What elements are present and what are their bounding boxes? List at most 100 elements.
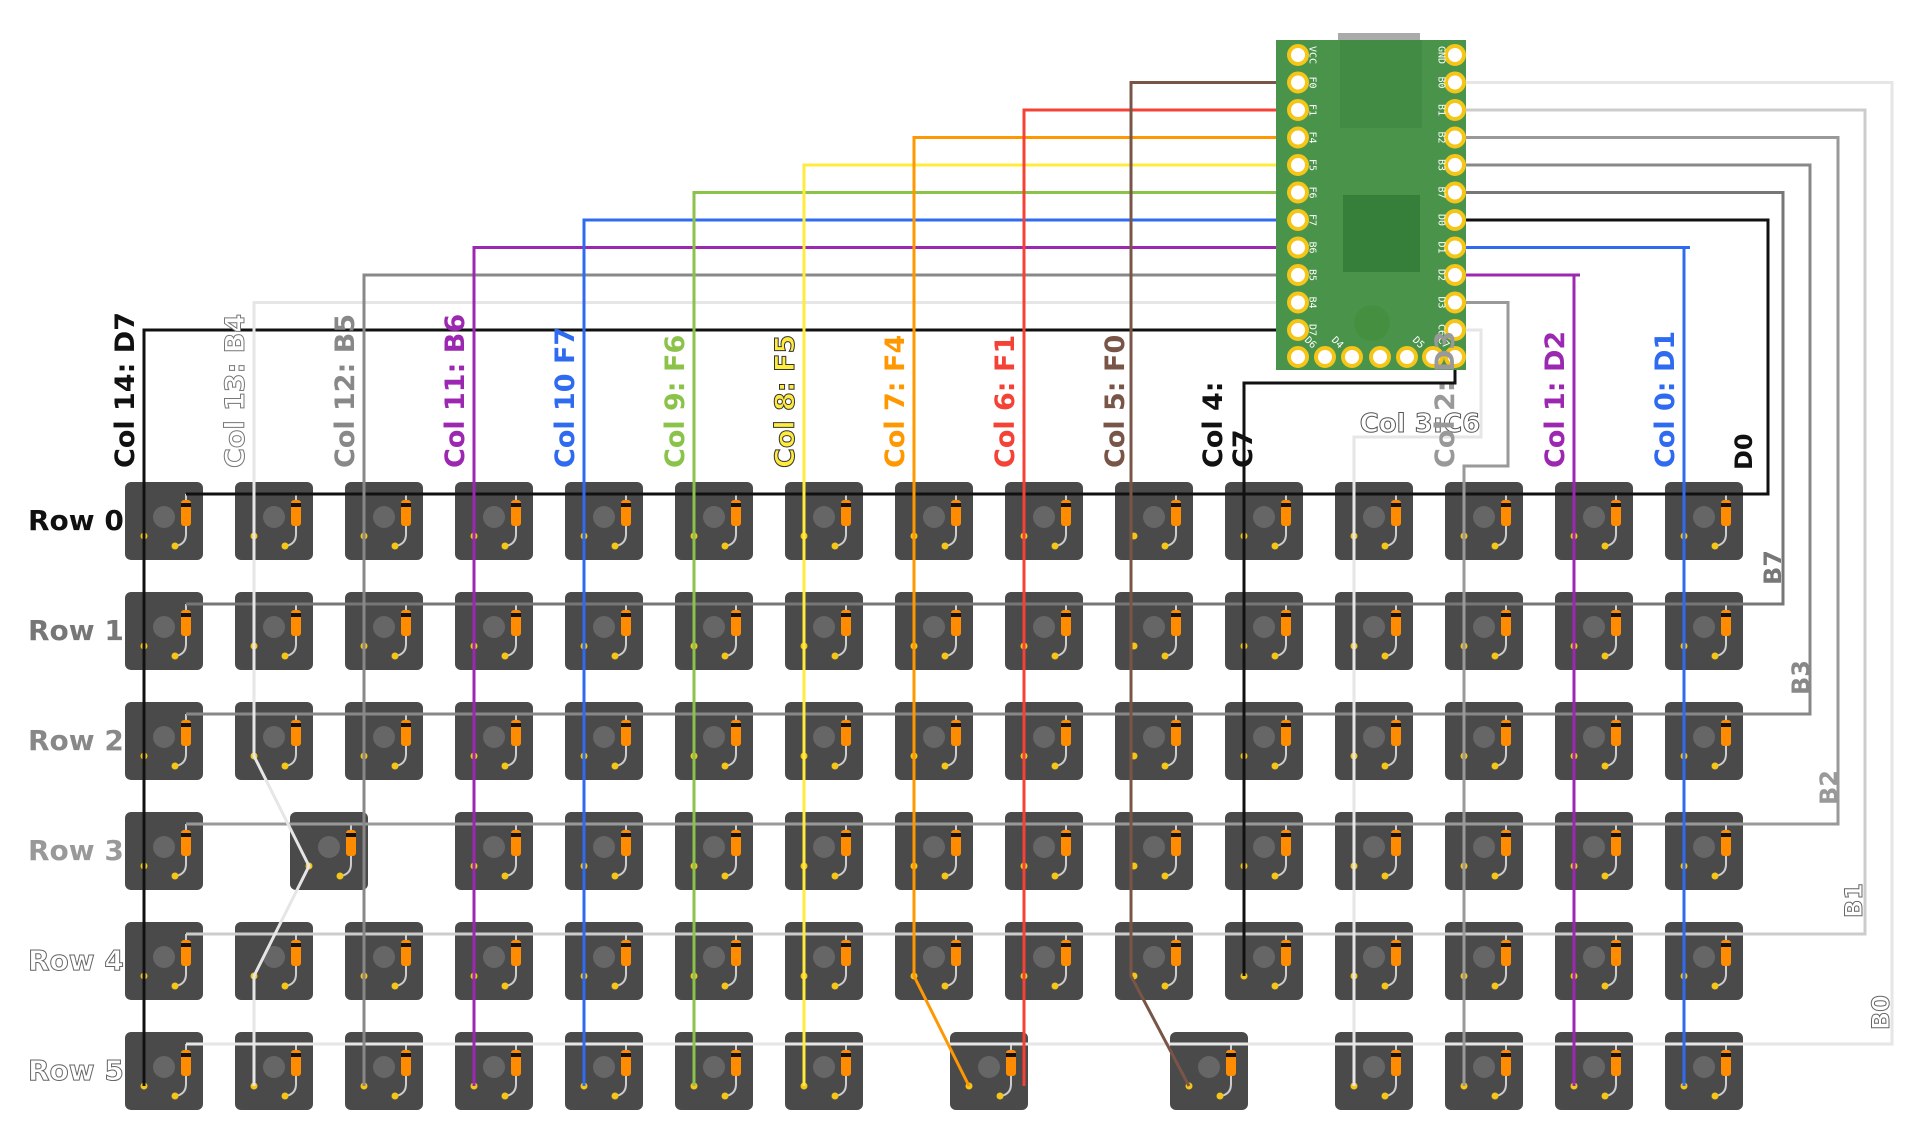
row-label: Row 3: [28, 834, 124, 867]
pin-pad: [1444, 99, 1466, 121]
diode-band: [731, 833, 741, 837]
diode-band: [731, 723, 741, 727]
row-wire: [186, 136, 1840, 826]
key-switch: [1170, 1032, 1248, 1110]
diode-band: [731, 1053, 741, 1057]
diode-band: [1281, 833, 1291, 837]
row-pin-label: B1: [1840, 883, 1868, 918]
switch-pad: [1161, 872, 1169, 880]
switch-pad: [1161, 652, 1169, 660]
column-label: Col 8: F5: [770, 335, 801, 468]
diode-band: [1611, 613, 1621, 617]
diode-band: [1611, 503, 1621, 507]
switch-pad: [1051, 542, 1059, 550]
column-wire: [1129, 81, 1298, 1087]
switch-stem: [593, 836, 615, 858]
switch-stem: [923, 836, 945, 858]
pin-label: B6: [1307, 241, 1318, 253]
diode-band: [181, 833, 191, 837]
switch-stem: [1143, 946, 1165, 968]
switch-pad: [1381, 542, 1389, 550]
diode-band: [401, 723, 411, 727]
column-label: Col 6: F1: [990, 335, 1021, 468]
diode-band: [951, 723, 961, 727]
diode-band: [511, 943, 521, 947]
diode-band: [1721, 723, 1731, 727]
switch-pad: [1051, 652, 1059, 660]
pin-pad: [1444, 236, 1466, 259]
pin-pad: [1287, 291, 1309, 314]
diode-band: [1281, 503, 1291, 507]
diode-band: [1391, 503, 1401, 507]
diode-band: [841, 833, 851, 837]
switch-pad: [1711, 542, 1719, 550]
board-marker: [1354, 305, 1390, 341]
diode-band: [1611, 833, 1621, 837]
pin-label: D7: [1307, 324, 1318, 336]
diode-band: [511, 833, 521, 837]
switch-stem: [1473, 726, 1495, 748]
column-label: Col 14: D7: [110, 312, 141, 468]
switch-stem: [1473, 1056, 1495, 1078]
row-label: Row 2: [28, 724, 124, 757]
pin-pad: [1444, 71, 1466, 94]
pin-label: D0: [1436, 214, 1447, 226]
switch-stem: [1033, 836, 1055, 858]
switch-stem: [923, 506, 945, 528]
diode-band: [401, 1053, 411, 1057]
column-label: Col 10 F7: [550, 327, 581, 468]
switch-stem: [1473, 946, 1495, 968]
column-label: Col 5: F0: [1100, 335, 1131, 468]
pin-pad: [1287, 209, 1309, 231]
switch-pad: [611, 982, 619, 990]
controller-board: VCCF0F1F4F5F6F7B6B5B4D7GNDB0B1B2B3B7D0D1…: [1276, 33, 1466, 370]
diode-band: [621, 613, 631, 617]
diode-band: [951, 833, 961, 837]
mcu-chip: [1343, 195, 1420, 272]
switch-stem: [813, 836, 835, 858]
switch-stem: [978, 1056, 1000, 1078]
diode-band: [731, 503, 741, 507]
switch-pad: [831, 1092, 839, 1100]
pin-pad: [1287, 44, 1309, 66]
switch-pad: [1711, 652, 1719, 660]
pin-label: VCC: [1307, 46, 1318, 64]
row-wire: [186, 191, 1785, 606]
diode-band: [1501, 613, 1511, 617]
pin-label: B3: [1436, 159, 1447, 171]
diode-band: [1611, 1053, 1621, 1057]
switch-stem: [923, 726, 945, 748]
switch-stem: [1363, 726, 1385, 748]
pin-pad: [1444, 154, 1466, 176]
switch-pad: [1491, 652, 1499, 660]
switch-pad: [171, 652, 179, 660]
row-label: Row 4: [28, 944, 124, 977]
diode-band: [1061, 503, 1071, 507]
switch-pad: [501, 1092, 509, 1100]
switch-pad: [941, 762, 949, 770]
switch-pad: [721, 1092, 729, 1100]
switch-pad: [831, 982, 839, 990]
column-wire: [1352, 328, 1483, 1086]
row-pin-label: B2: [1815, 770, 1843, 805]
switch-pad: [171, 1092, 179, 1100]
diode-band: [1391, 723, 1401, 727]
diode-band: [401, 613, 411, 617]
switch-pad: [1161, 982, 1169, 990]
switch-pad: [1601, 762, 1609, 770]
diode-band: [1391, 833, 1401, 837]
pin-pad: [1369, 346, 1391, 368]
diode-band: [1006, 1053, 1016, 1057]
pin-label: F6: [1307, 186, 1318, 198]
switch-pad: [501, 762, 509, 770]
switch-pad: [391, 542, 399, 550]
row-pin-label: B0: [1867, 995, 1895, 1030]
diode-band: [1501, 723, 1511, 727]
switch-pad: [1491, 872, 1499, 880]
diode-band: [841, 943, 851, 947]
switch-stem: [1693, 1056, 1715, 1078]
switch-pad: [996, 1092, 1004, 1100]
row-pin-label: D0: [1730, 433, 1758, 470]
switch-pad: [1491, 542, 1499, 550]
pin-label: GND: [1436, 46, 1447, 64]
